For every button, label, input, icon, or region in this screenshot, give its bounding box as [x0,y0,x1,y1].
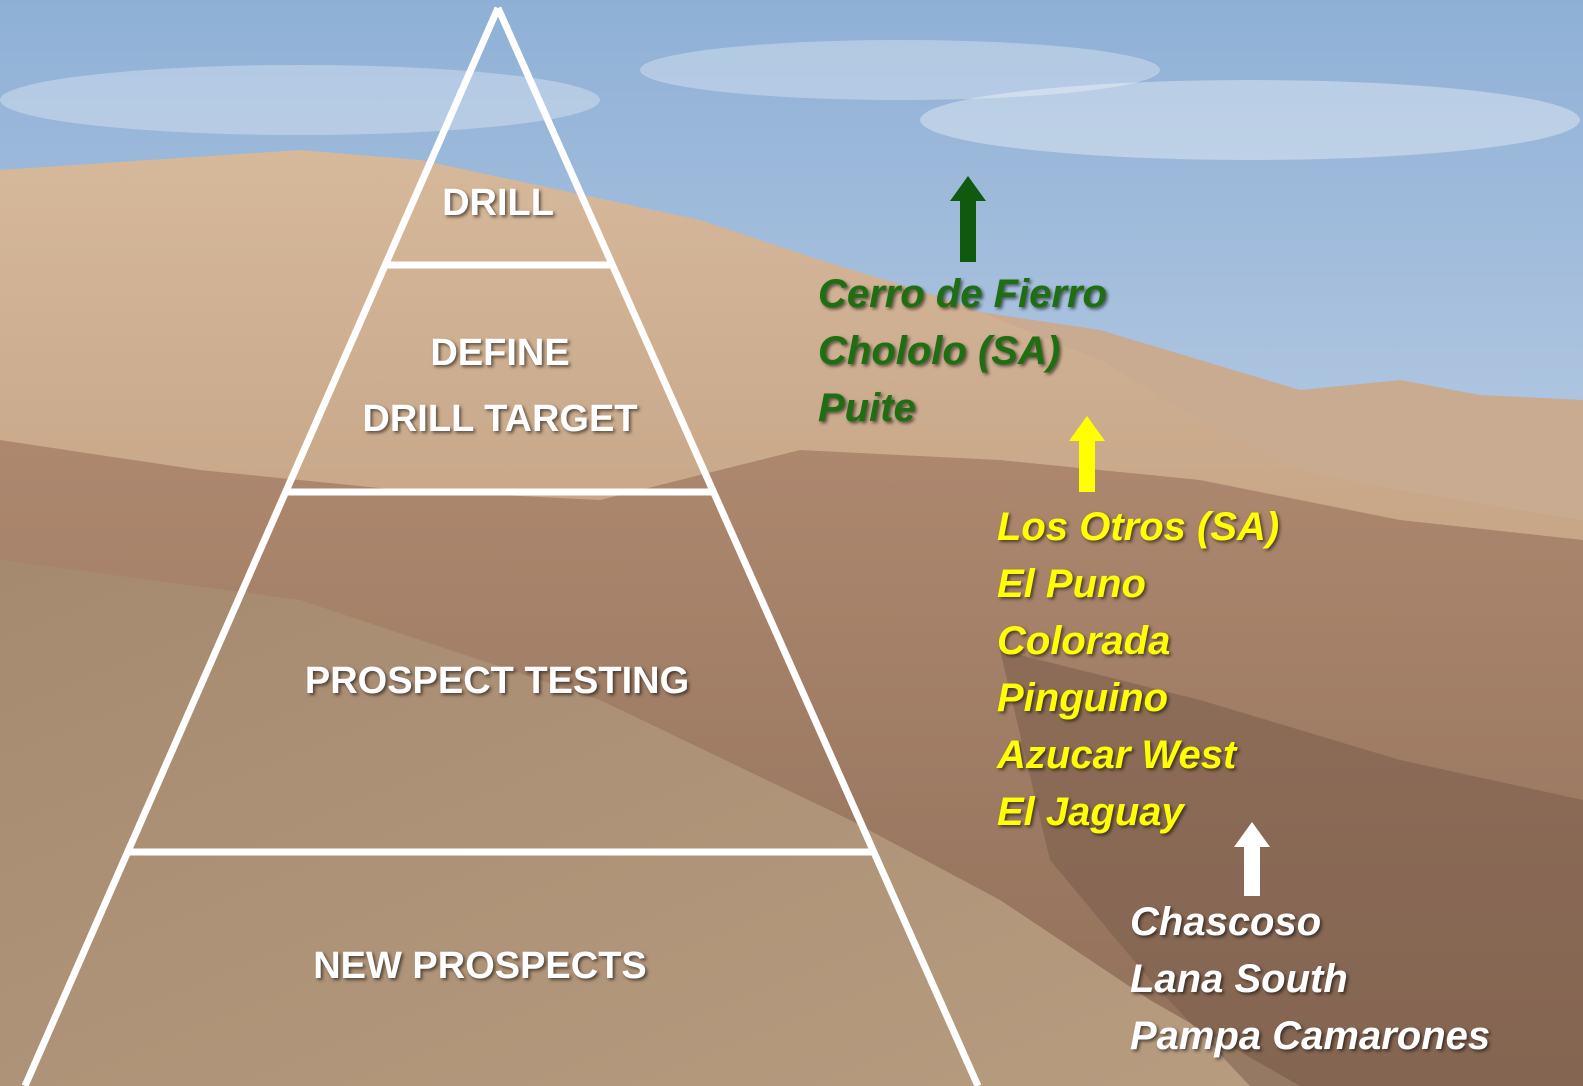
tier-label-prospect-testing: PROSPECT TESTING [197,648,797,714]
cloud [920,80,1580,160]
white-up-arrow [1234,822,1270,896]
cloud [640,40,1160,100]
project-item: El Puno [997,562,1146,606]
pyramid-outline [21,6,982,1086]
yellow-up-arrow [1069,416,1105,492]
project-item: Colorada [997,619,1171,663]
project-item: Azucar West [997,733,1237,777]
tier-define-line-2: DRILL TARGET [362,398,638,440]
project-item: Lana South [1130,957,1348,1001]
define-stage-projects: Los Otros (SA) El Puno Colorada Pinguino… [997,499,1279,841]
tier-label-new-prospects: NEW PROSPECTS [180,933,780,999]
project-item: Chololo (SA) [818,329,1061,373]
project-item: Pinguino [997,676,1169,720]
project-item: Puite [818,386,916,430]
testing-stage-projects: Chascoso Lana South Pampa Camarones [1130,894,1490,1065]
foreground-slope [0,560,1300,1086]
tier-label-drill: DRILL [398,170,598,236]
project-item: Chascoso [1130,900,1322,944]
project-item: Pampa Camarones [1130,1014,1491,1058]
green-up-arrow [950,176,986,262]
tier-define-line-1: DEFINE [430,332,570,374]
tier-new-prospects-line-1: NEW PROSPECTS [313,945,647,987]
pyramid-right-edge [494,6,982,1086]
project-item: El Jaguay [997,790,1184,834]
tier-label-define-drill-target: DEFINE DRILL TARGET [300,320,700,452]
pyramid-left-edge [21,6,502,1086]
project-item: Cerro de Fierro [818,272,1107,316]
tier-drill-line-1: DRILL [442,182,554,224]
project-item: Los Otros (SA) [997,505,1280,549]
tier-prospect-testing-line-1: PROSPECT TESTING [304,660,690,702]
drill-stage-projects: Cerro de Fierro Chololo (SA) Puite [818,266,1107,437]
right-ravine [1000,650,1583,1086]
cloud [0,65,600,135]
